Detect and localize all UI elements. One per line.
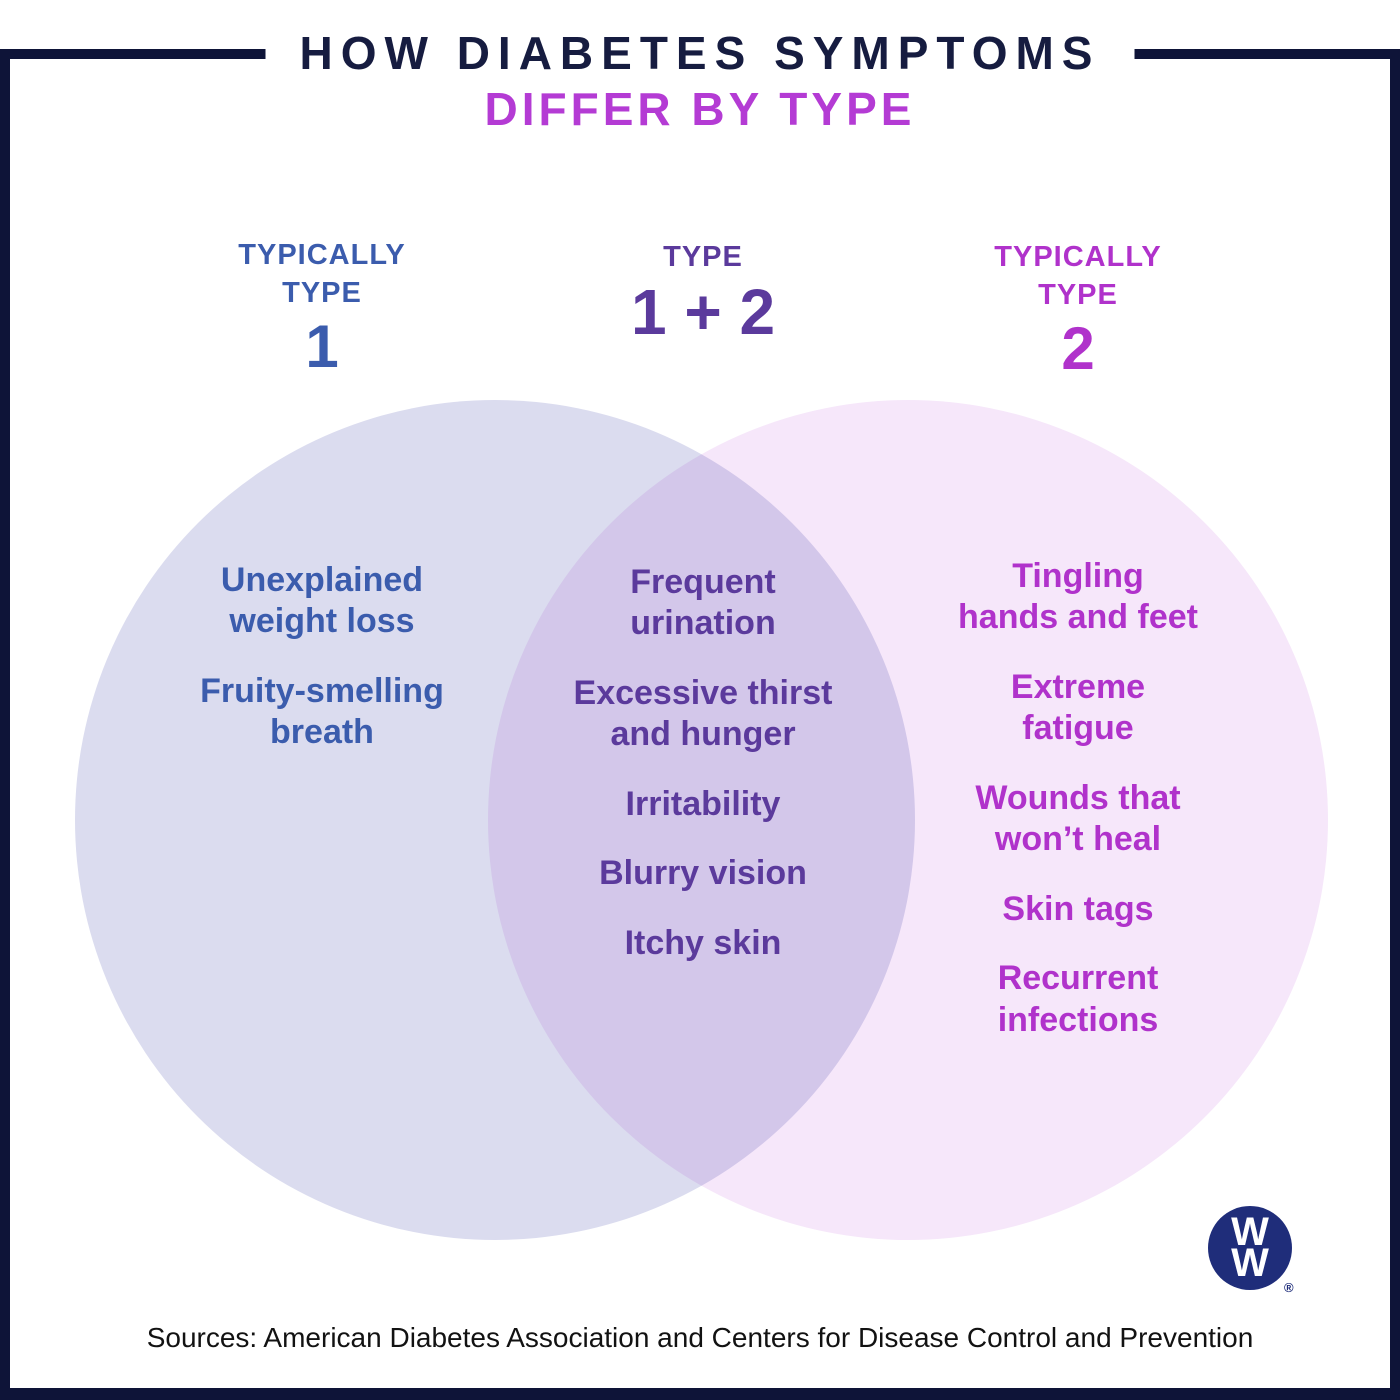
list-item: Excessive thirst and hunger <box>573 673 833 754</box>
header-left-word-2: TYPE <box>282 277 362 310</box>
shared-symptom-list: Frequent urination Excessive thirst and … <box>543 562 863 964</box>
type2-symptom-list: Tingling hands and feet Extreme fatigue … <box>913 556 1243 1041</box>
header-right-word-2: TYPE <box>1038 279 1118 312</box>
list-item: Wounds that won’t heal <box>975 778 1181 859</box>
header-middle-number: 1 + 2 <box>630 276 776 349</box>
list-item: Frequent urination <box>630 563 776 643</box>
ww-logo-icon: W W <box>1208 1206 1292 1290</box>
list-item: Tingling hands and feet <box>958 557 1198 637</box>
header-left-word-1: TYPICALLY <box>238 239 406 271</box>
list-item: Recurrent infections <box>997 959 1159 1039</box>
header-typically-type-2: TYPICALLY TYPE 2 <box>928 238 1228 379</box>
header-type-1-and-2: TYPE 1 + 2 <box>553 238 853 344</box>
header-right-word-1: TYPICALLY <box>994 241 1162 273</box>
header-left-number: 1 <box>305 312 339 380</box>
page-title: HOW DIABETES SYMPTOMS DIFFER BY TYPE <box>265 26 1135 136</box>
registered-mark: ® <box>1284 1280 1294 1295</box>
title-line-1: HOW DIABETES SYMPTOMS <box>299 27 1101 79</box>
type1-symptom-list: Unexplained weight loss Fruity-smelling … <box>167 560 477 754</box>
ww-logo-w-bottom: W <box>1231 1241 1269 1285</box>
header-middle-word: TYPE <box>663 241 743 273</box>
header-typically-type-1: TYPICALLY TYPE 1 <box>172 236 472 377</box>
sources-text: Sources: American Diabetes Association a… <box>146 1322 1254 1353</box>
header-right-number: 2 <box>1061 314 1095 382</box>
type2-circle <box>488 400 1328 1240</box>
list-item: Fruity-smelling breath <box>200 671 444 752</box>
list-item: Extreme fatigue <box>1010 667 1146 748</box>
ww-logo-w-top: W <box>1231 1209 1269 1254</box>
list-item: Blurry vision <box>599 854 807 893</box>
list-item: Itchy skin <box>624 923 782 962</box>
list-item: Skin tags <box>1002 889 1154 928</box>
title-line-2: DIFFER BY TYPE <box>484 83 916 136</box>
ww-logo: W W ® <box>1208 1206 1294 1295</box>
list-item: Irritability <box>625 784 781 823</box>
list-item: Unexplained weight loss <box>220 561 424 641</box>
